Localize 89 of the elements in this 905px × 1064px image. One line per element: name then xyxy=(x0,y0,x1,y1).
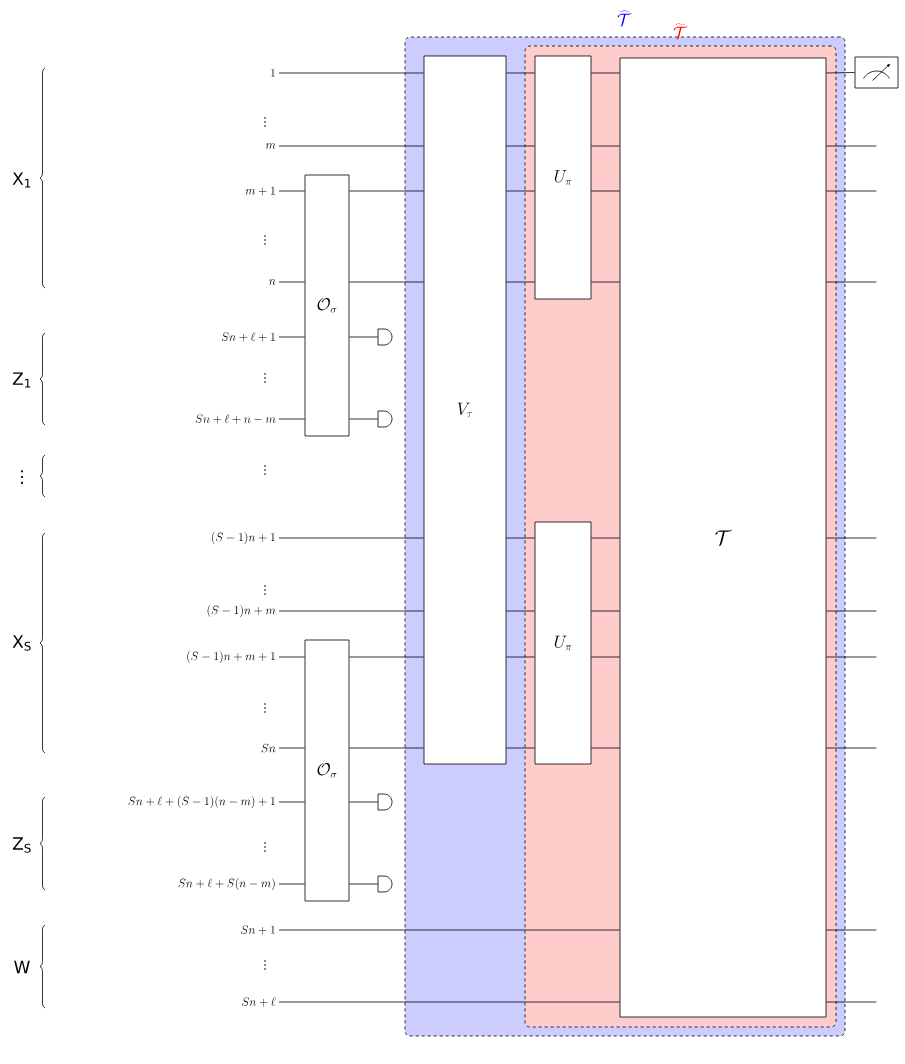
wire xyxy=(826,537,877,539)
ellipsis: ⋮ xyxy=(264,373,266,383)
wire xyxy=(826,190,877,192)
node-label: $\widehat{\mathcal{T}}$ xyxy=(617,10,632,27)
ellipsis: ⋮ xyxy=(264,117,266,127)
wire xyxy=(349,883,379,885)
ellipsis: ⋮ xyxy=(264,703,266,713)
ellipsis: ⋮ xyxy=(264,842,266,852)
wire xyxy=(506,190,535,192)
ellipsis: ⋮ xyxy=(264,465,266,475)
wire-label: $Sn+1$ xyxy=(241,925,275,935)
wire xyxy=(506,610,535,612)
wire xyxy=(591,72,620,74)
wire xyxy=(506,656,535,658)
wire xyxy=(349,281,424,283)
group-label: W xyxy=(14,960,30,974)
wire xyxy=(349,656,424,658)
ellipsis: ⋮ xyxy=(264,960,266,970)
wire xyxy=(826,656,877,658)
wire xyxy=(826,145,877,147)
wire xyxy=(826,281,877,283)
gate-box: $\mathcal{O}_\sigma$ xyxy=(304,174,350,437)
node-label: $\widetilde{\mathcal{T}}$ xyxy=(673,23,688,40)
wire-label: $(S-1)n+1$ xyxy=(212,532,275,544)
wire xyxy=(826,747,877,749)
wire xyxy=(506,537,535,539)
measurement-symbol xyxy=(377,875,393,893)
ellipsis: ⋮ xyxy=(264,585,266,595)
wire xyxy=(278,190,305,192)
wire-label: $Sn$ xyxy=(261,743,276,753)
measurement-symbol xyxy=(377,328,393,346)
wire-label: $Sn+\ell+1$ xyxy=(221,332,275,342)
group-label: Z$_{1}$ xyxy=(12,372,31,388)
wire-label: $Sn+\ell$ xyxy=(242,997,276,1007)
gate-box: $V_\tau$ xyxy=(423,55,507,765)
wire xyxy=(826,1001,877,1003)
wire xyxy=(278,747,305,749)
wire xyxy=(506,747,535,749)
wire-label: $1$ xyxy=(271,68,275,77)
wire xyxy=(826,929,877,931)
wire xyxy=(278,801,305,803)
wire xyxy=(278,1001,620,1003)
wire xyxy=(591,747,620,749)
wire-label: $(S-1)n+m$ xyxy=(207,605,276,617)
group-label: X$_{1}$ xyxy=(12,172,31,188)
wire xyxy=(349,336,379,338)
wire xyxy=(278,537,424,539)
measurement-symbol xyxy=(377,410,393,428)
wire xyxy=(278,883,305,885)
wire xyxy=(349,190,424,192)
gate-box: $U_\pi$ xyxy=(534,521,592,765)
wire-label: $Sn+\ell+n-m$ xyxy=(195,414,276,424)
wire-label: $n$ xyxy=(269,279,276,285)
wire xyxy=(506,145,535,147)
measurement-symbol xyxy=(377,793,393,811)
wire xyxy=(591,537,620,539)
wire xyxy=(349,801,379,803)
wire-label: $m+1$ xyxy=(245,186,275,196)
gate-box: $U_\pi$ xyxy=(534,55,592,300)
wire xyxy=(591,145,620,147)
wire xyxy=(278,929,620,931)
wire xyxy=(349,418,379,420)
wire xyxy=(349,747,424,749)
wire-label: $Sn+\ell+S(n-m)$ xyxy=(178,878,275,890)
wire xyxy=(506,72,535,74)
group-label: Z$_{S}$ xyxy=(12,837,31,853)
meter-box xyxy=(854,56,899,89)
wire xyxy=(278,656,305,658)
wire xyxy=(278,281,305,283)
gate-box: $\mathcal{T}$ xyxy=(619,57,827,1018)
wire-label: $Sn+\ell+(S-1)(n-m)+1$ xyxy=(128,796,275,808)
wire-label: $m$ xyxy=(265,143,276,149)
wire xyxy=(826,610,877,612)
wire xyxy=(591,281,620,283)
wire xyxy=(591,190,620,192)
wire xyxy=(278,145,424,147)
wire xyxy=(506,281,535,283)
wire xyxy=(278,72,424,74)
wire xyxy=(278,336,305,338)
wire xyxy=(591,656,620,658)
group-label: X$_{S}$ xyxy=(12,635,31,651)
wire xyxy=(278,610,424,612)
wire xyxy=(278,418,305,420)
wire xyxy=(826,72,855,74)
gate-box: $\mathcal{O}_\sigma$ xyxy=(304,639,350,902)
wire-label: $(S-1)n+m+1$ xyxy=(187,651,275,663)
ellipsis: ⋮ xyxy=(264,235,266,245)
wire xyxy=(591,610,620,612)
group-label: ⋮ xyxy=(21,470,23,484)
